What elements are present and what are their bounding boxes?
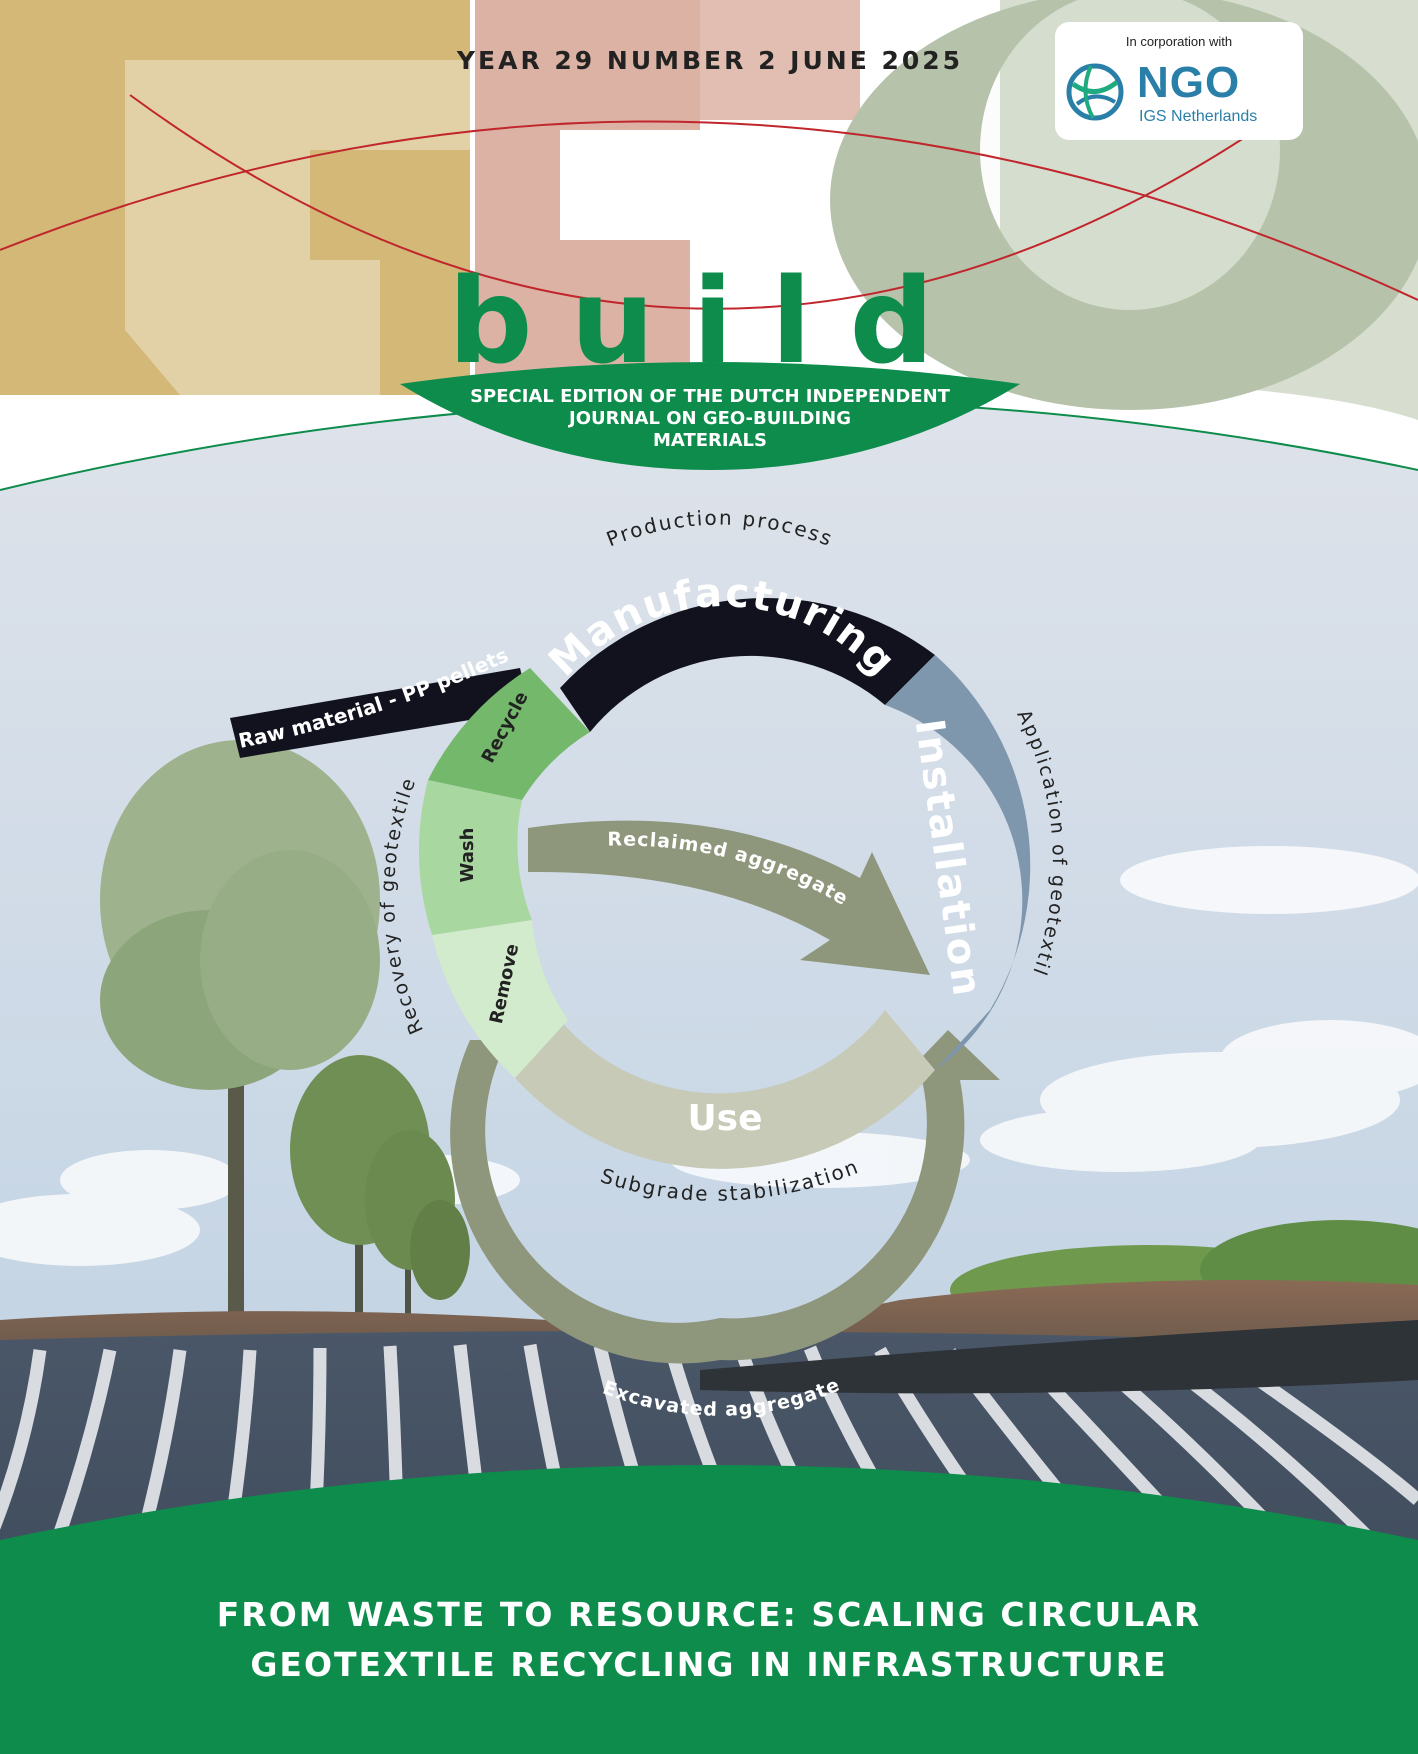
soil-mound <box>0 1280 1418 1350</box>
globe-icon <box>1066 63 1124 121</box>
tree-large <box>100 740 380 1320</box>
tagline-banner <box>400 362 1020 470</box>
headline-line: FROM WASTE TO RESOURCE: SCALING CIRCULAR <box>216 1595 1202 1634</box>
logo-letter-e <box>475 0 700 395</box>
logo-subtitle-build: build <box>448 252 972 390</box>
manufacturing-segment <box>560 597 935 732</box>
tagline: SPECIAL EDITION OF THE DUTCH INDEPENDENT… <box>440 386 980 452</box>
tree-row <box>290 1055 470 1330</box>
wash-segment <box>418 780 532 935</box>
cover-headline: FROM WASTE TO RESOURCE: SCALING CIRCULAR… <box>150 1590 1268 1690</box>
partner-subname: IGS Netherlands <box>1139 108 1258 125</box>
masthead-red-curve-lower <box>129 94 1301 310</box>
partner-note: In corporation with <box>1125 34 1233 49</box>
use-segment <box>515 1010 935 1169</box>
remove-segment <box>432 920 568 1078</box>
installation-segment <box>885 655 1031 1070</box>
masthead-red-curve <box>0 120 1418 301</box>
tagline-line: MATERIALS <box>653 430 767 451</box>
rolled-geotextile <box>700 1320 1418 1394</box>
reclaimed-aggregate-arrow <box>528 820 930 975</box>
tagline-line: JOURNAL ON GEO-BUILDING <box>569 408 851 429</box>
label-wash: Wash <box>457 828 478 883</box>
partner-logo-card: In corporation with NGO IGS Netherlands <box>1055 22 1303 140</box>
logo-letter-g <box>0 0 470 395</box>
partner-name: NGO <box>1137 58 1241 107</box>
raw-material-banner <box>230 668 530 758</box>
tagline-line: SPECIAL EDITION OF THE DUTCH INDEPENDENT <box>470 386 950 407</box>
excavated-aggregate-arrow <box>720 1030 1000 1361</box>
headline-band <box>0 1465 1418 1754</box>
recycle-segment <box>428 668 590 800</box>
issue-info: YEAR 29 NUMBER 2 JUNE 2025 <box>456 46 964 75</box>
headline-line: GEOTEXTILE RECYCLING IN INFRASTRUCTURE <box>250 1645 1168 1684</box>
label-use: Use <box>687 1098 762 1139</box>
excavated-aggregate-arc <box>450 1040 720 1364</box>
